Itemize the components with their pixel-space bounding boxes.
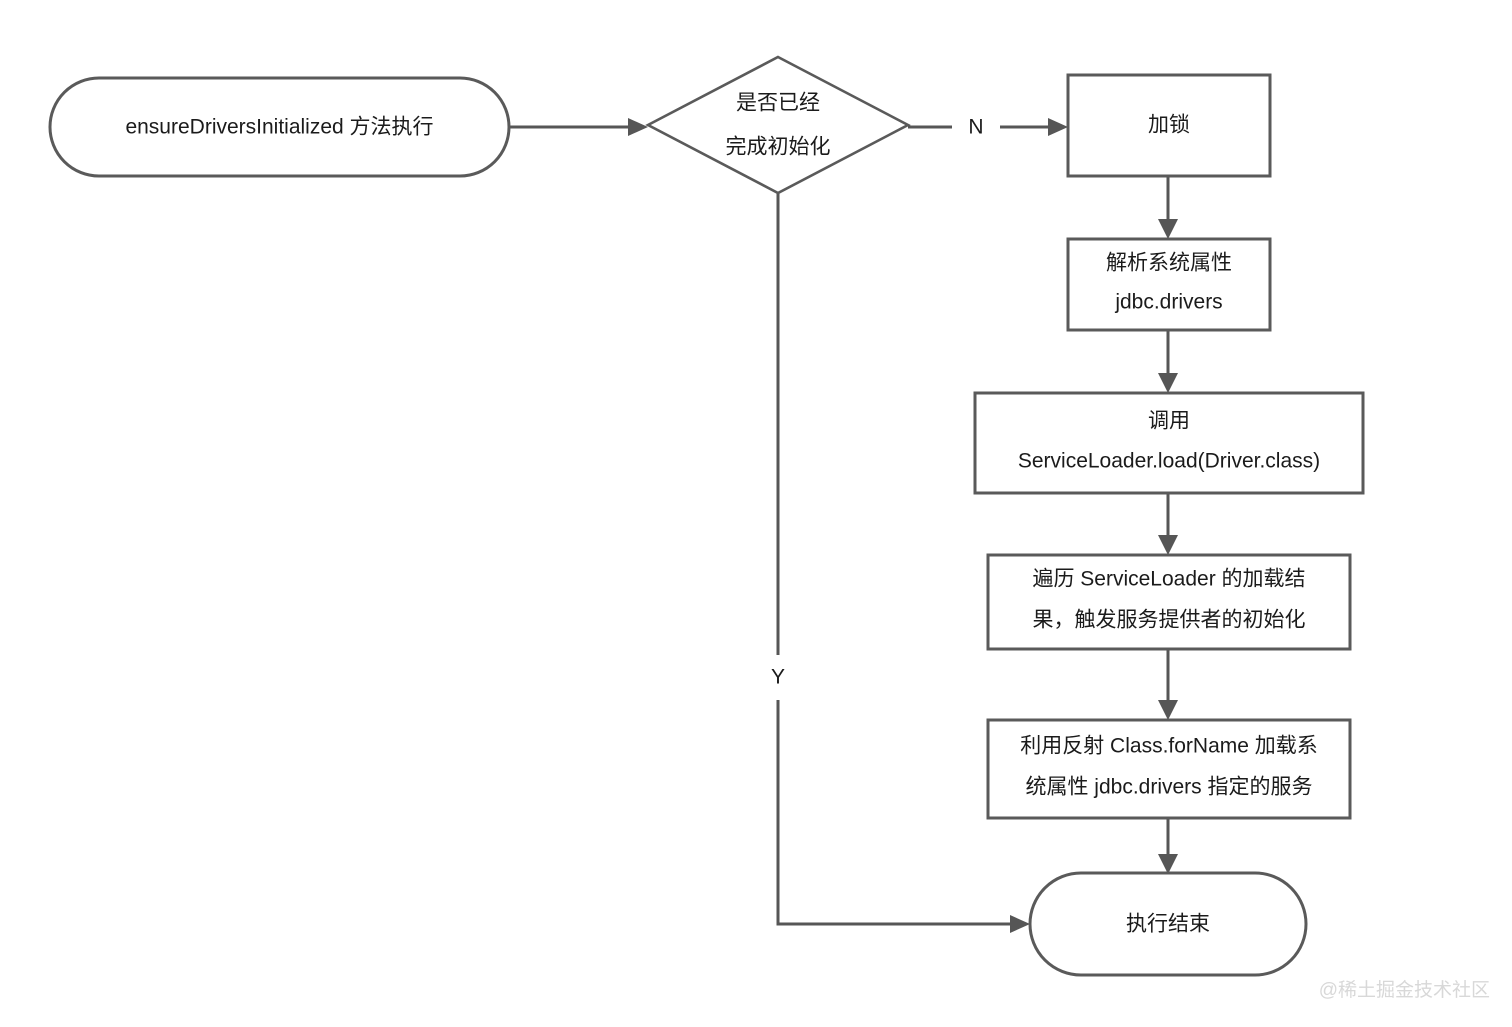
node-reflection[interactable]: 利用反射 Class.forName 加载系 统属性 jdbc.drivers … — [986, 718, 1352, 820]
node-parse-property-line1: 解析系统属性 — [1106, 252, 1232, 275]
node-iterate-line1: 遍历 ServiceLoader 的加载结 — [1032, 568, 1305, 591]
node-decision[interactable]: 是否已经 完成初始化 — [645, 55, 911, 195]
edge-label-yes: Y — [771, 666, 785, 689]
edge-parse-to-serviceloader — [1158, 330, 1178, 393]
node-start-label: ensureDriversInitialized 方法执行 — [125, 116, 433, 139]
node-parse-property-line2: jdbc.drivers — [1114, 291, 1222, 314]
edge-reflection-to-end — [1158, 818, 1178, 874]
edge-decision-to-end — [776, 193, 1030, 933]
edge-start-to-decision — [509, 118, 648, 136]
edge-label-no: N — [968, 116, 983, 139]
edge-decision-to-lock — [908, 118, 1068, 136]
node-reflection-line1: 利用反射 Class.forName 加载系 — [1020, 735, 1318, 758]
watermark: @稀土掘金技术社区 — [1319, 979, 1490, 1001]
node-service-loader[interactable]: 调用 ServiceLoader.load(Driver.class) — [973, 391, 1365, 495]
node-service-loader-line2: ServiceLoader.load(Driver.class) — [1018, 450, 1320, 473]
node-service-loader-line1: 调用 — [1148, 410, 1190, 433]
node-lock-label: 加锁 — [1148, 114, 1190, 137]
node-iterate-line2: 果，触发服务提供者的初始化 — [1033, 609, 1306, 632]
node-lock[interactable]: 加锁 — [1066, 73, 1272, 178]
node-decision-label-line1: 是否已经 — [736, 92, 820, 115]
node-iterate[interactable]: 遍历 ServiceLoader 的加载结 果，触发服务提供者的初始化 — [986, 553, 1352, 651]
edge-iterate-to-reflection — [1158, 649, 1178, 720]
node-decision-label-line2: 完成初始化 — [726, 136, 831, 159]
node-reflection-line2: 统属性 jdbc.drivers 指定的服务 — [1025, 776, 1312, 799]
node-start[interactable]: ensureDriversInitialized 方法执行 — [48, 76, 511, 178]
edge-serviceloader-to-iterate — [1158, 493, 1178, 555]
edge-lock-to-parse — [1158, 176, 1178, 239]
node-end[interactable]: 执行结束 — [1028, 871, 1308, 977]
node-parse-property[interactable]: 解析系统属性 jdbc.drivers — [1066, 237, 1272, 332]
node-end-label: 执行结束 — [1126, 913, 1210, 936]
